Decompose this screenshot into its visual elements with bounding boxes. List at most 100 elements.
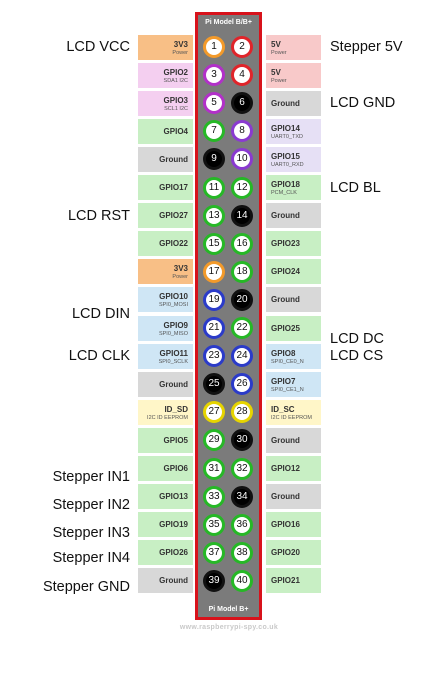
annotation-lcd-dc: LCD DC <box>330 331 384 348</box>
pin-name: GPIO11 <box>159 348 188 358</box>
pin-name: GPIO9 <box>163 320 188 330</box>
pin-label-11: GPIO17 <box>138 175 193 200</box>
pin-31: 31 <box>203 457 225 480</box>
board-header-top: Pi Model B/B+ <box>205 19 252 26</box>
pin-39: 39 <box>203 569 225 592</box>
pin-function: Power <box>172 49 188 56</box>
pin-label-13: GPIO27 <box>138 203 193 229</box>
pin-14: 14 <box>231 204 253 227</box>
watermark: www.raspberrypi-spy.co.uk <box>179 624 279 631</box>
pin-4: 4 <box>231 64 253 87</box>
pin-name: GPIO25 <box>271 323 300 333</box>
pin-label-40: GPIO21 <box>266 568 321 594</box>
pin-function: SDA1 I2C <box>163 77 188 84</box>
pin-function: PCM_CLK <box>271 190 297 196</box>
pin-17: 17 <box>203 260 225 283</box>
pin-name: GPIO27 <box>159 211 188 221</box>
pin-name: GPIO13 <box>159 492 188 502</box>
pin-name: GPIO26 <box>159 548 188 558</box>
pin-name: Ground <box>159 379 188 389</box>
pin-function: SPI0_CE0_N <box>271 358 304 365</box>
pin-label-14: Ground <box>266 203 321 229</box>
annotation-stepper-5v: Stepper 5V <box>330 39 403 55</box>
pin-25: 25 <box>203 373 225 396</box>
pin-name: GPIO18 <box>271 180 300 189</box>
pin-26: 26 <box>231 373 253 396</box>
pin-label-22: GPIO25 <box>266 315 321 341</box>
pin-9: 9 <box>203 148 225 171</box>
pin-label-6: Ground <box>266 90 321 116</box>
pin-name: GPIO12 <box>271 464 300 473</box>
pin-label-37: GPIO26 <box>138 540 193 566</box>
pin-name: 5V <box>271 67 281 77</box>
pin-label-32: GPIO12 <box>266 456 321 481</box>
pin-name: GPIO23 <box>271 239 300 249</box>
pin-name: Ground <box>159 576 188 586</box>
pin-16: 16 <box>231 232 253 255</box>
pin-33: 33 <box>203 485 225 508</box>
pin-name: GPIO7 <box>271 376 296 386</box>
pin-label-16: GPIO23 <box>266 231 321 257</box>
pin-function: UART0_TXD <box>271 133 303 140</box>
pin-function: Power <box>172 274 188 281</box>
pin-name: GPIO8 <box>271 348 296 358</box>
pin-name: GPIO19 <box>159 520 188 530</box>
board-header-bottom: Pi Model B+ <box>208 606 249 613</box>
pin-label-15: GPIO22 <box>138 231 193 257</box>
pin-40: 40 <box>231 569 253 592</box>
pin-22: 22 <box>231 317 253 339</box>
pin-32: 32 <box>231 457 253 480</box>
annotation-lcd-cs: LCD CS <box>330 348 384 365</box>
pin-21: 21 <box>203 317 225 339</box>
pin-name: GPIO4 <box>163 126 188 136</box>
pin-label-36: GPIO16 <box>266 512 321 538</box>
pin-label-35: GPIO19 <box>138 512 193 538</box>
pin-name: GPIO15 <box>271 151 300 161</box>
pin-18: 18 <box>231 260 253 283</box>
pin-label-31: GPIO6 <box>138 456 193 481</box>
annotation-lcd-vcc: LCD VCC <box>66 39 130 55</box>
pin-label-30: Ground <box>266 427 321 453</box>
pin-name: GPIO16 <box>271 520 300 530</box>
pin-23: 23 <box>203 345 225 368</box>
pin-label-29: GPIO5 <box>138 427 193 453</box>
pin-38: 38 <box>231 541 253 564</box>
pin-20: 20 <box>231 288 253 311</box>
pin-name: 3V3 <box>173 39 188 49</box>
pin-24: 24 <box>231 345 253 368</box>
pin-label-38: GPIO20 <box>266 540 321 566</box>
pin-6: 6 <box>231 92 253 115</box>
pin-19: 19 <box>203 288 225 311</box>
pin-function: I2C ID EEPROM <box>147 414 188 421</box>
pin-name: ID_SC <box>271 404 295 414</box>
pin-function: I2C ID EEPROM <box>271 414 312 421</box>
pin-36: 36 <box>231 513 253 536</box>
pin-10: 10 <box>231 148 253 171</box>
pin-35: 35 <box>203 513 225 536</box>
pin-function: SPI0_MOSI <box>158 302 188 309</box>
pin-name: 5V <box>271 39 281 49</box>
pin-function: SPI0_CE1_N <box>271 386 304 393</box>
pin-name: GPIO2 <box>163 67 188 77</box>
pin-function: Power <box>271 77 287 84</box>
pin-label-7: GPIO4 <box>138 118 193 144</box>
pin-name: GPIO14 <box>271 123 300 133</box>
pin-34: 34 <box>231 485 253 508</box>
pin-28: 28 <box>231 401 253 424</box>
annotation-lcd-bl: LCD BL <box>330 179 381 196</box>
pin-function: UART0_RXD <box>271 161 304 168</box>
pin-29: 29 <box>203 429 225 452</box>
pin-name: GPIO5 <box>163 435 188 445</box>
pin-label-33: GPIO13 <box>138 484 193 510</box>
pin-name: Ground <box>271 435 300 445</box>
